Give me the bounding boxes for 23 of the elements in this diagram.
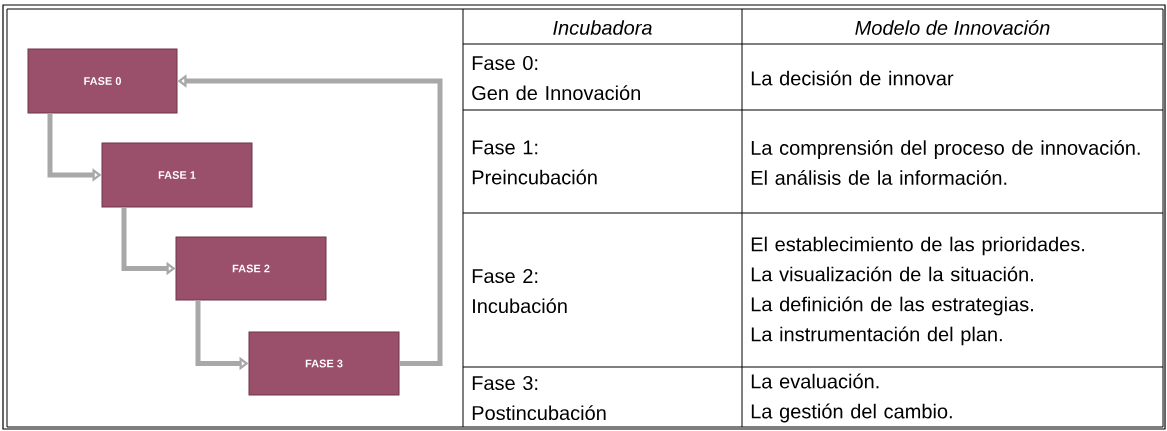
phase-box: FASE 1 — [101, 142, 253, 208]
table-text: Postincubación — [472, 405, 606, 421]
table-text: La comprensión del proceso de innovación. — [751, 140, 1140, 159]
phase-box: FASE 0 — [27, 48, 178, 114]
table-text: El análisis de la información. — [751, 170, 1007, 185]
table-text: La gestión del cambio. — [751, 403, 952, 423]
table-text: Fase 2: — [472, 268, 538, 284]
table-text: Preincubación — [472, 169, 597, 185]
table-text: La definición de las estrategias. — [751, 296, 1033, 316]
table-text: Fase 3: — [472, 375, 538, 391]
column-header: Incubadora — [553, 20, 652, 35]
table-text: Fase 1: — [472, 140, 538, 155]
table-text: La instrumentación del plan. — [751, 326, 1002, 346]
table-text: Gen de Innovación — [472, 85, 640, 101]
column-header: Modelo de Innovación — [855, 20, 1050, 35]
phase-box: FASE 2 — [175, 236, 327, 301]
table-text: Fase 0: — [472, 55, 538, 71]
table-text: El establecimiento de las prioridades. — [751, 236, 1085, 256]
table-text: La visualización de la situación. — [751, 266, 1033, 282]
table-text: La decisión de innovar — [751, 70, 954, 86]
table-text: La evaluación. — [751, 373, 879, 389]
table-text: Incubación — [473, 298, 567, 314]
phase-box: FASE 3 — [248, 331, 400, 396]
